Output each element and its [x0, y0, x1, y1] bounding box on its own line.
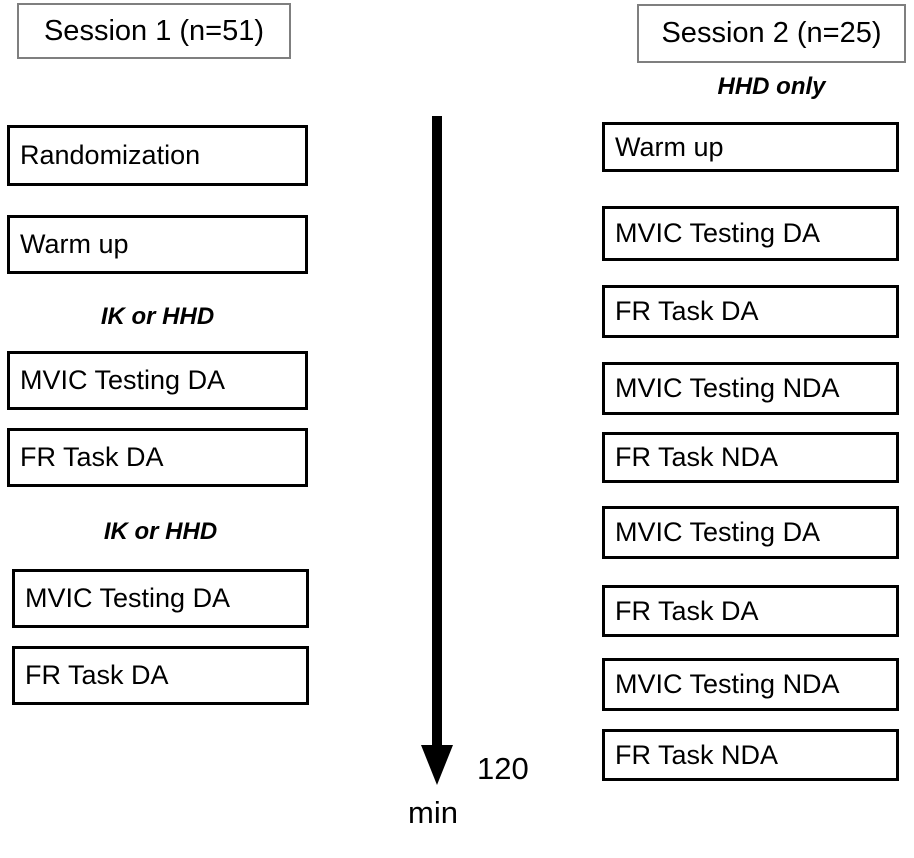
left-step-label: MVIC Testing DA	[25, 583, 231, 613]
timeline-duration-unit: min	[408, 795, 458, 830]
right-note-label: HHD only	[717, 73, 826, 100]
right-step-fr-task-da-1: FR Task DA	[602, 285, 899, 338]
left-step-label: FR Task DA	[25, 660, 169, 690]
right-step-fr-task-nda-1: FR Task NDA	[602, 432, 899, 483]
left-note-ik-or-hhd-1: IK or HHD	[7, 305, 308, 329]
left-step-label: FR Task DA	[20, 442, 164, 472]
right-step-warm-up: Warm up	[602, 122, 899, 172]
left-step-randomization: Randomization	[7, 125, 308, 186]
right-step-mvic-testing-nda-2: MVIC Testing NDA	[602, 658, 899, 711]
right-step-mvic-testing-nda-1: MVIC Testing NDA	[602, 362, 899, 415]
right-step-mvic-testing-da-2: MVIC Testing DA	[602, 506, 899, 559]
right-step-label: FR Task DA	[615, 296, 759, 326]
timeline-arrow-shaft	[432, 116, 442, 748]
down-arrow-icon	[421, 745, 453, 785]
session-1-header-label: Session 1 (n=51)	[43, 14, 265, 47]
left-note-label: IK or HHD	[100, 303, 215, 330]
right-step-label: Warm up	[615, 131, 724, 162]
right-step-label: FR Task NDA	[615, 442, 779, 472]
right-step-label: FR Task DA	[615, 595, 759, 626]
right-step-label: FR Task NDA	[615, 739, 779, 770]
right-step-fr-task-nda-2: FR Task NDA	[602, 729, 899, 781]
left-note-ik-or-hhd-2: IK or HHD	[10, 520, 311, 544]
timeline-duration-value: 120	[477, 751, 529, 786]
left-step-label: MVIC Testing DA	[20, 365, 226, 395]
right-note-hhd-only: HHD only	[637, 75, 906, 99]
right-step-label: MVIC Testing NDA	[615, 669, 840, 699]
session-1-header: Session 1 (n=51)	[17, 3, 291, 59]
left-step-label: Warm up	[20, 229, 129, 259]
right-step-fr-task-da-2: FR Task DA	[602, 585, 899, 637]
session-2-header: Session 2 (n=25)	[637, 4, 906, 63]
left-step-mvic-testing-da-1: MVIC Testing DA	[7, 351, 308, 410]
session-2-header-label: Session 2 (n=25)	[661, 17, 882, 49]
left-step-fr-task-da-1: FR Task DA	[7, 428, 308, 487]
right-step-label: MVIC Testing DA	[615, 517, 821, 547]
right-step-label: MVIC Testing DA	[615, 218, 821, 248]
left-note-label: IK or HHD	[103, 518, 218, 545]
right-step-label: MVIC Testing NDA	[615, 373, 840, 403]
left-step-warm-up: Warm up	[7, 215, 308, 274]
right-step-mvic-testing-da-1: MVIC Testing DA	[602, 206, 899, 261]
left-step-fr-task-da-2: FR Task DA	[12, 646, 309, 705]
left-step-mvic-testing-da-2: MVIC Testing DA	[12, 569, 309, 628]
left-step-label: Randomization	[20, 140, 201, 170]
